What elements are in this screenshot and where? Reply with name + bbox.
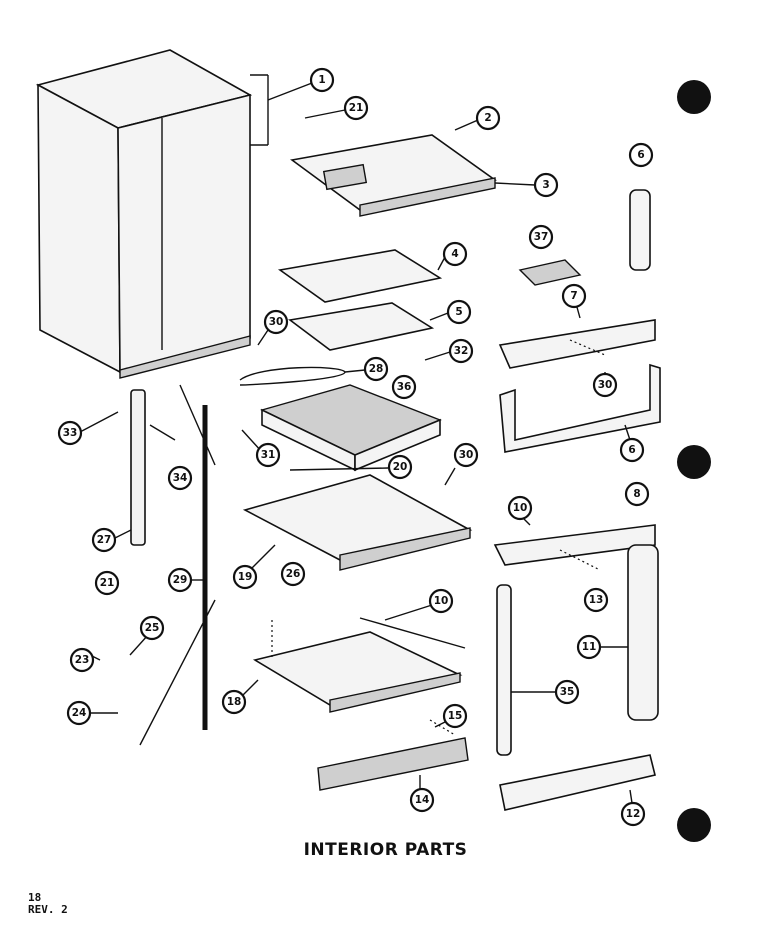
svg-text:31: 31 <box>261 449 276 461</box>
svg-text:25: 25 <box>145 622 160 634</box>
svg-text:4: 4 <box>451 248 458 260</box>
svg-text:19: 19 <box>238 571 253 583</box>
heater-coil-part <box>239 366 346 386</box>
svg-text:24: 24 <box>72 707 87 719</box>
svg-text:13: 13 <box>589 594 604 606</box>
svg-text:34: 34 <box>173 472 188 484</box>
svg-text:29: 29 <box>173 574 188 586</box>
svg-text:30: 30 <box>459 449 474 461</box>
control-knob-part <box>518 259 582 286</box>
freezer-top-panel-part <box>290 134 497 217</box>
svg-text:3: 3 <box>542 179 549 191</box>
page-number: 18 <box>28 891 42 904</box>
svg-text:11: 11 <box>582 641 597 653</box>
evaporator-part <box>260 384 442 472</box>
door-trim-part <box>629 189 651 271</box>
svg-text:2: 2 <box>484 112 491 124</box>
svg-text:15: 15 <box>448 710 463 722</box>
breaker-strip-part <box>130 389 146 546</box>
door-shelf-part <box>499 363 661 453</box>
svg-text:6: 6 <box>637 149 644 161</box>
svg-text:8: 8 <box>633 488 640 500</box>
svg-text:33: 33 <box>63 427 78 439</box>
svg-text:35: 35 <box>560 686 575 698</box>
svg-text:30: 30 <box>269 316 284 328</box>
svg-text:12: 12 <box>626 808 641 820</box>
cabinet-part <box>35 49 269 379</box>
svg-text:1: 1 <box>318 74 325 86</box>
binder-hole-middle <box>677 445 711 479</box>
svg-text:5: 5 <box>455 306 462 318</box>
shelf-rail-part <box>493 524 656 566</box>
binder-hole-top <box>677 80 711 114</box>
svg-text:6: 6 <box>628 444 635 456</box>
grille-part <box>317 737 469 791</box>
svg-text:20: 20 <box>393 461 408 473</box>
revision-label: REV. 2 <box>28 903 68 916</box>
crisper-cover-part <box>252 631 463 713</box>
upper-shelf-part <box>498 319 656 369</box>
svg-text:23: 23 <box>75 654 90 666</box>
svg-text:36: 36 <box>397 381 412 393</box>
diagram-title: INTERIOR PARTS <box>303 840 468 860</box>
svg-text:10: 10 <box>434 595 449 607</box>
svg-text:21: 21 <box>100 577 115 589</box>
svg-text:30: 30 <box>598 379 613 391</box>
svg-text:10: 10 <box>513 502 528 514</box>
callouts: 1 21 2 3 6 37 4 5 30 32 7 28 36 33 34 31… <box>57 67 654 827</box>
cover-panel-part <box>288 302 435 351</box>
binder-hole-bottom <box>677 808 711 842</box>
svg-text:26: 26 <box>286 568 301 580</box>
svg-text:32: 32 <box>454 345 469 357</box>
svg-text:37: 37 <box>534 231 549 243</box>
svg-text:7: 7 <box>570 290 577 302</box>
svg-text:21: 21 <box>349 102 364 114</box>
bottom-shelf-part <box>499 754 656 811</box>
door-liner-part <box>627 544 659 721</box>
side-strip-part <box>496 584 512 756</box>
svg-text:27: 27 <box>97 534 112 546</box>
page-footer: 18 REV. 2 <box>28 892 68 916</box>
drip-tray-part <box>242 474 473 571</box>
insulation-panel-part <box>277 249 443 303</box>
svg-text:18: 18 <box>227 696 242 708</box>
svg-text:28: 28 <box>369 363 384 375</box>
svg-text:14: 14 <box>415 794 430 806</box>
